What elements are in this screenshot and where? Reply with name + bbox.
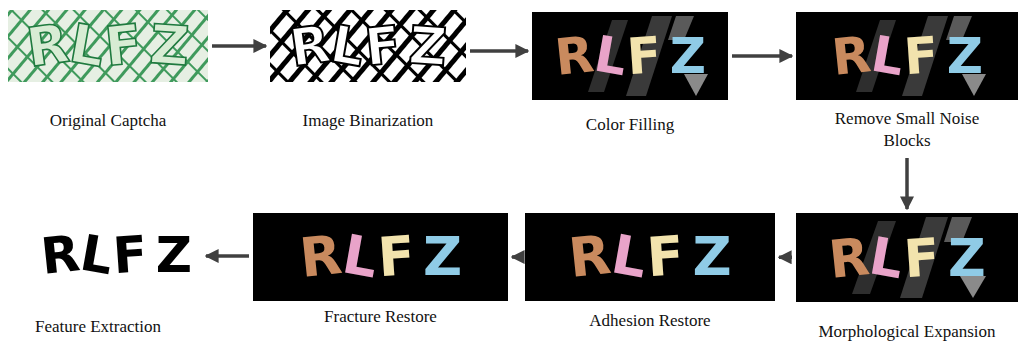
- step-caption: Remove Small Noise Blocks: [820, 108, 994, 152]
- captcha-char: Z: [692, 230, 731, 284]
- step-caption: Morphological Expansion: [817, 321, 997, 343]
- captcha-char: L: [591, 29, 631, 84]
- captcha-char: L: [608, 227, 651, 286]
- captcha-char: Z: [423, 230, 462, 284]
- flow-arrow: [470, 49, 528, 53]
- step-caption: Fracture Restore: [323, 306, 438, 328]
- captcha-text: RLFZ: [828, 232, 985, 284]
- captcha-text: RLFZ: [40, 230, 192, 280]
- captcha-char: Z: [948, 232, 986, 284]
- captcha-char: L: [338, 227, 381, 286]
- denoised-captcha: [796, 12, 1018, 100]
- captcha-text: RLFZ: [299, 230, 462, 284]
- captcha-char: Z: [156, 230, 192, 280]
- captcha-char: F: [626, 30, 664, 82]
- flow-arrow: [206, 254, 249, 258]
- captcha-char: R: [553, 29, 597, 83]
- flow-arrow: [512, 255, 521, 259]
- captcha-char: R: [297, 228, 344, 286]
- captcha-char: F: [103, 17, 145, 75]
- captcha-char: L: [77, 228, 117, 283]
- step-caption: Feature Extraction: [34, 316, 163, 338]
- step-caption: Image Binarization: [302, 110, 435, 132]
- captcha-text: RLFZ: [568, 230, 731, 284]
- captcha-char: L: [868, 29, 908, 84]
- captcha-char: R: [830, 29, 874, 83]
- flow-arrow: [732, 54, 792, 58]
- adhesion-restored-captcha: [525, 213, 775, 301]
- captcha-text: RLFZ: [289, 20, 446, 72]
- captcha-char: F: [363, 18, 404, 73]
- captcha-text: RLFZ: [554, 31, 706, 81]
- original-captcha: [8, 10, 208, 82]
- expanded-captcha: [796, 213, 1018, 302]
- captcha-text: RLFZ: [26, 19, 189, 73]
- captcha-char: F: [646, 229, 687, 285]
- flow-arrow: [779, 256, 792, 260]
- flow-arrow: [905, 158, 909, 209]
- step-caption: Adhesion Restore: [588, 310, 712, 332]
- captcha-char: F: [376, 229, 417, 285]
- captcha-text: RLFZ: [831, 31, 983, 81]
- captcha-char: R: [827, 230, 872, 286]
- captcha-char: F: [112, 229, 150, 281]
- captcha-char: Z: [947, 31, 983, 81]
- binarized-captcha: [270, 10, 466, 82]
- color-filled-captcha: [532, 12, 728, 100]
- fracture-restored-captcha: [253, 213, 508, 301]
- extracted-captcha: [30, 218, 202, 292]
- flow-arrow: [212, 44, 266, 48]
- captcha-char: F: [903, 230, 942, 284]
- captcha-char: L: [866, 229, 908, 286]
- captcha-char: Z: [407, 19, 448, 74]
- captcha-char: Z: [149, 18, 192, 75]
- step-caption: Color Filling: [585, 114, 676, 136]
- captcha-char: Z: [670, 31, 706, 81]
- captcha-char: R: [39, 228, 83, 282]
- captcha-char: F: [903, 30, 941, 82]
- captcha-char: R: [567, 228, 614, 286]
- step-caption: Original Captcha: [49, 110, 168, 132]
